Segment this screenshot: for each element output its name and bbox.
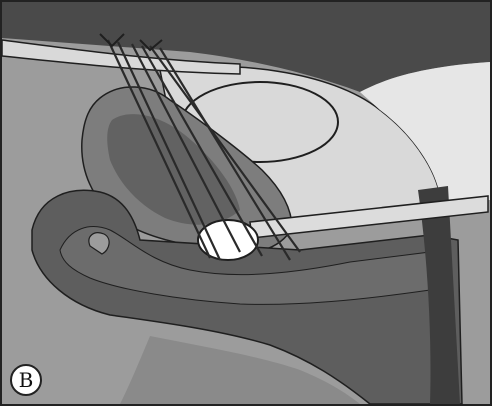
panel-label: B <box>10 364 42 396</box>
